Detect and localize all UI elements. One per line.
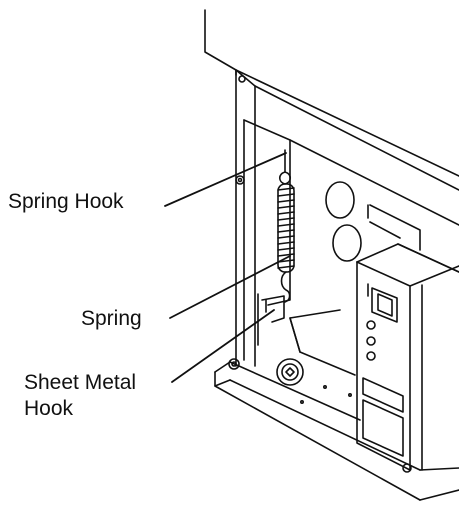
leader-spring-hook xyxy=(164,152,287,207)
sheet-metal-hook-bracket xyxy=(243,119,291,361)
floor-opening xyxy=(276,309,356,404)
label-sheet-metal-hook-line1: Sheet Metal xyxy=(24,371,137,394)
leader-lines xyxy=(164,152,291,383)
back-panel xyxy=(289,139,459,262)
base-frame xyxy=(214,358,459,501)
control-box xyxy=(356,243,459,473)
leader-sheet-metal-hook xyxy=(171,309,275,383)
label-spring: Spring xyxy=(81,307,142,330)
leader-spring xyxy=(169,255,291,319)
cabinet-upper-panel xyxy=(204,9,459,191)
label-spring-hook: Spring Hook xyxy=(8,190,124,213)
spring xyxy=(277,183,295,303)
label-sheet-metal-hook-line2: Hook xyxy=(24,397,74,420)
frame-post xyxy=(235,69,256,367)
